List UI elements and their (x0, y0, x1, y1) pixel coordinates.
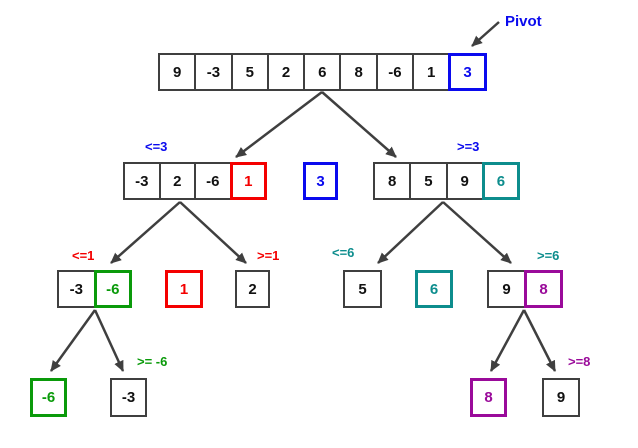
label-ge3: >=3 (457, 139, 480, 154)
label-ge6: >=6 (537, 248, 560, 263)
pivot1-box: 1 (165, 270, 203, 308)
array-cell: -6 (194, 162, 232, 200)
array-cell: -6 (375, 53, 415, 91)
pivot-cell: 6 (415, 270, 453, 308)
array-cell: -3 (123, 162, 161, 200)
arrow-ge3-to-ge6 (442, 201, 512, 264)
partition-le3-array: -3 2 -6 1 (123, 162, 267, 200)
partition-le1-array: -3 -6 (57, 270, 132, 308)
label-geNeg6: >= -6 (137, 354, 168, 369)
leaf-neg3-box: -3 (110, 378, 147, 417)
arrow-le3-to-ge1 (179, 201, 247, 264)
array-cell: 9 (158, 53, 197, 91)
array-cell: 8 (373, 162, 412, 200)
arrow-le1-to-geNeg6 (93, 309, 125, 372)
arrow-ge3-to-le6 (377, 201, 444, 264)
leaf-neg6-box: -6 (30, 378, 67, 417)
label-ge8: >=8 (568, 354, 591, 369)
array-cell: 2 (266, 53, 306, 91)
arrow-le3-to-le1 (110, 201, 181, 264)
arrow-le1-to-leNeg6 (49, 309, 97, 372)
array-cell: 9 (542, 378, 580, 417)
array-cell: 9 (487, 270, 526, 308)
array-cell: 8 (339, 53, 378, 91)
array-cell: 2 (158, 162, 196, 200)
array-cell: 9 (445, 162, 484, 200)
label-le6: <=6 (332, 245, 355, 260)
pivot-cell: -6 (93, 270, 132, 308)
label-le3: <=3 (145, 139, 168, 154)
partition-le6-array: 5 (343, 270, 382, 308)
leaf-9-box: 9 (542, 378, 580, 417)
arrow-root-to-le3 (235, 91, 323, 158)
partition-ge1-array: 2 (235, 270, 270, 308)
array-cell: 1 (412, 53, 451, 91)
partition-ge6-array: 9 8 (487, 270, 563, 308)
root-array: 9 -3 5 2 6 8 -6 1 3 (158, 53, 487, 91)
array-cell: 5 (343, 270, 382, 308)
pivot-cell: 3 (448, 53, 487, 91)
pivot-cell: 6 (481, 162, 520, 200)
array-cell: 2 (235, 270, 270, 308)
label-ge1: >=1 (257, 248, 280, 263)
pivot-cell: 3 (303, 162, 338, 200)
partition-ge3-array: 8 5 9 6 (373, 162, 520, 200)
array-cell: 6 (303, 53, 342, 91)
arrow-pivot-pointer (471, 21, 500, 47)
pivot-cell: 8 (470, 378, 507, 417)
arrow-ge6-to-pivot8 (489, 309, 526, 372)
array-cell: -3 (194, 53, 233, 91)
array-cell: -3 (57, 270, 96, 308)
pivot8-box: 8 (470, 378, 507, 417)
label-le1: <=1 (72, 248, 95, 263)
pivot3-box: 3 (303, 162, 338, 200)
pivot-label: Pivot (505, 13, 542, 30)
array-cell: 5 (230, 53, 269, 91)
array-cell: 5 (409, 162, 448, 200)
pivot6-box: 6 (415, 270, 453, 308)
arrow-root-to-ge3 (321, 91, 397, 158)
pivot-cell: 1 (165, 270, 203, 308)
arrow-ge6-to-ge8 (522, 309, 557, 372)
pivot-cell: -6 (30, 378, 67, 417)
pivot-cell: 1 (229, 162, 267, 200)
pivot-cell: 8 (524, 270, 563, 308)
array-cell: -3 (110, 378, 147, 417)
